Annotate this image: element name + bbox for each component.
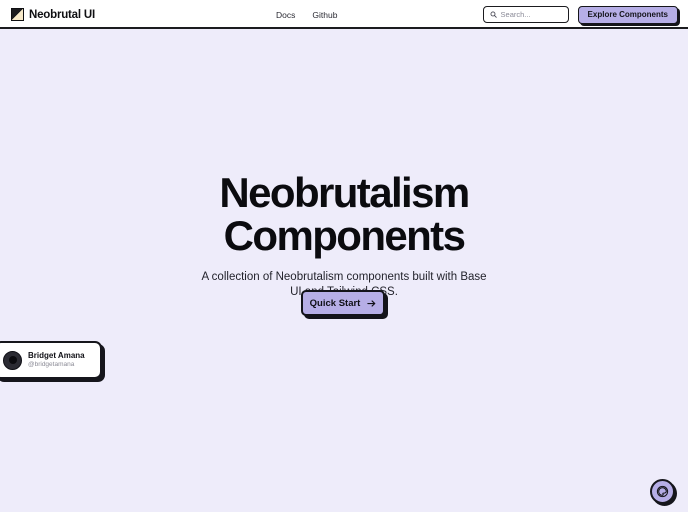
search-placeholder: Search... [500, 10, 531, 19]
user-card-text: Bridget Amana @bridgetamana [28, 351, 85, 370]
search-icon [490, 11, 497, 18]
arrow-right-icon [367, 299, 376, 307]
brand-name: Neobrutal UI [29, 8, 95, 21]
page-title: Neobrutalism Components [0, 169, 688, 259]
logo-square-icon [11, 8, 24, 21]
explore-components-button[interactable]: Explore Components [577, 5, 678, 24]
brand-logo[interactable]: Neobrutal UI [11, 0, 95, 29]
user-handle: @bridgetamana [28, 360, 75, 368]
component-showcase-strip: Bridget Amana @bridgetamana Enter your e… [0, 336, 688, 388]
site-header: Neobrutal UI Docs Github Search... Explo… [0, 0, 688, 29]
nav-link-github[interactable]: Github [312, 9, 338, 20]
hero-title-line-2: Components [223, 211, 466, 259]
user-card[interactable]: Bridget Amana @bridgetamana [0, 341, 102, 379]
theme-picker-button[interactable] [650, 479, 675, 504]
palette-icon [656, 485, 669, 498]
quick-start-button[interactable]: Quick Start [301, 290, 385, 316]
avatar [3, 350, 22, 370]
quick-start-label: Quick Start [309, 297, 361, 309]
nav-link-docs[interactable]: Docs [276, 9, 296, 20]
search-input[interactable]: Search... [482, 6, 569, 23]
header-actions: Search... Explore Components [482, 0, 678, 29]
user-name: Bridget Amana [28, 350, 85, 360]
primary-nav: Docs Github [276, 0, 337, 29]
hero-section: Neobrutalism Components A collection of … [0, 169, 688, 301]
hero-title-line-1: Neobrutalism [219, 169, 470, 216]
